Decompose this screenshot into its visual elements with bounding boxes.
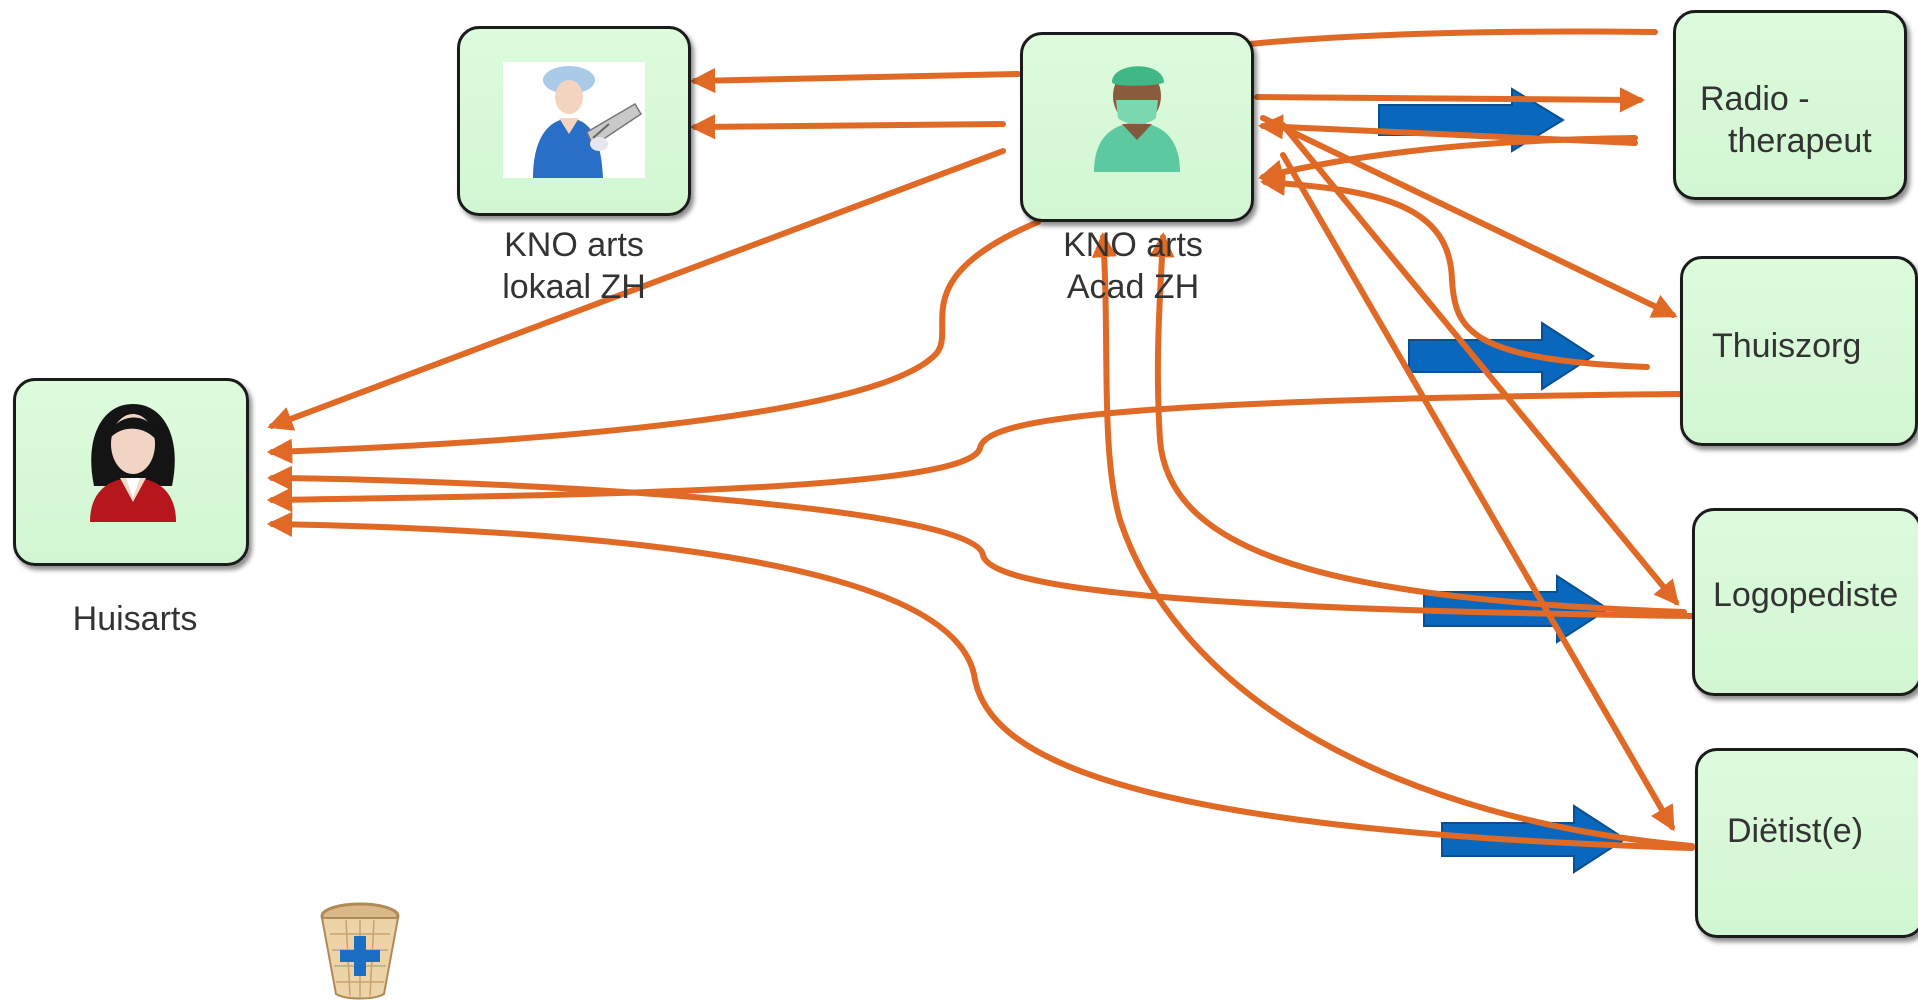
label-thuiszorg: Thuiszorg bbox=[1712, 325, 1861, 367]
arrow-dietist-to-huisarts bbox=[266, 511, 1695, 851]
arrow-acad-to-huisarts-straight bbox=[267, 148, 1006, 431]
node-logopediste-box[interactable] bbox=[1692, 508, 1918, 696]
label-kno-lokaal-line1: KNO arts bbox=[504, 226, 644, 264]
label-dietist: Diëtist(e) bbox=[1727, 810, 1863, 852]
surgeon-icon bbox=[1082, 52, 1192, 172]
arrow-dietist-to-acad bbox=[1091, 231, 1695, 849]
label-kno-lokaal: KNO arts lokaal ZH bbox=[474, 224, 674, 308]
arrow-thuiszorg-to-acad bbox=[1259, 170, 1650, 370]
block-arrow-thuiszorg bbox=[1408, 321, 1595, 391]
node-thuiszorg-box[interactable] bbox=[1680, 256, 1918, 446]
arrow-acad-to-thuiszorg bbox=[1260, 115, 1678, 318]
line-radio-to-acad-top bbox=[1247, 28, 1658, 47]
label-logopediste-text: Logopediste bbox=[1713, 576, 1899, 614]
node-dietist-box[interactable] bbox=[1695, 748, 1918, 938]
label-kno-acad-line1: KNO arts bbox=[1063, 226, 1203, 264]
node-radiotherapeut-box[interactable] bbox=[1673, 10, 1907, 200]
arrow-thuiszorg-to-huisarts bbox=[266, 391, 1683, 513]
block-arrow-logopediste bbox=[1423, 574, 1610, 644]
label-kno-acad: KNO arts Acad ZH bbox=[1033, 224, 1233, 308]
label-radiotherapeut-line2: therapeut bbox=[1728, 122, 1872, 160]
female-doctor-icon bbox=[80, 398, 186, 522]
block-arrows bbox=[1378, 87, 1627, 874]
arrow-logopediste-to-huisarts bbox=[266, 465, 1695, 619]
label-radiotherapeut: Radio - therapeut bbox=[1700, 78, 1872, 162]
label-radiotherapeut-line1: Radio - bbox=[1700, 80, 1810, 118]
label-kno-lokaal-line2: lokaal ZH bbox=[502, 268, 646, 306]
arrow-acad-to-radiotherapeut bbox=[1254, 87, 1646, 113]
label-kno-acad-line2: Acad ZH bbox=[1066, 268, 1200, 306]
wicker-basket-plus-icon[interactable] bbox=[316, 900, 404, 1002]
arrow-acad-to-lokaal-1 bbox=[689, 67, 1021, 94]
arrow-acad-to-dietist bbox=[1280, 152, 1675, 832]
arrow-acad-to-huisarts-curve bbox=[266, 219, 1041, 464]
label-thuiszorg-text: Thuiszorg bbox=[1712, 327, 1862, 365]
nurse-with-clipboard-photo bbox=[503, 62, 645, 178]
label-huisarts-text: Huisarts bbox=[72, 600, 198, 638]
orange-arrows bbox=[266, 28, 1695, 851]
arrow-logopediste-to-acad bbox=[1149, 231, 1687, 615]
label-dietist-text: Diëtist(e) bbox=[1727, 812, 1864, 850]
label-logopediste: Logopediste bbox=[1713, 574, 1898, 616]
label-huisarts: Huisarts bbox=[35, 598, 235, 640]
arrow-acad-to-lokaal-2 bbox=[689, 114, 1006, 140]
arrow-acad-to-logopediste bbox=[1280, 122, 1680, 606]
